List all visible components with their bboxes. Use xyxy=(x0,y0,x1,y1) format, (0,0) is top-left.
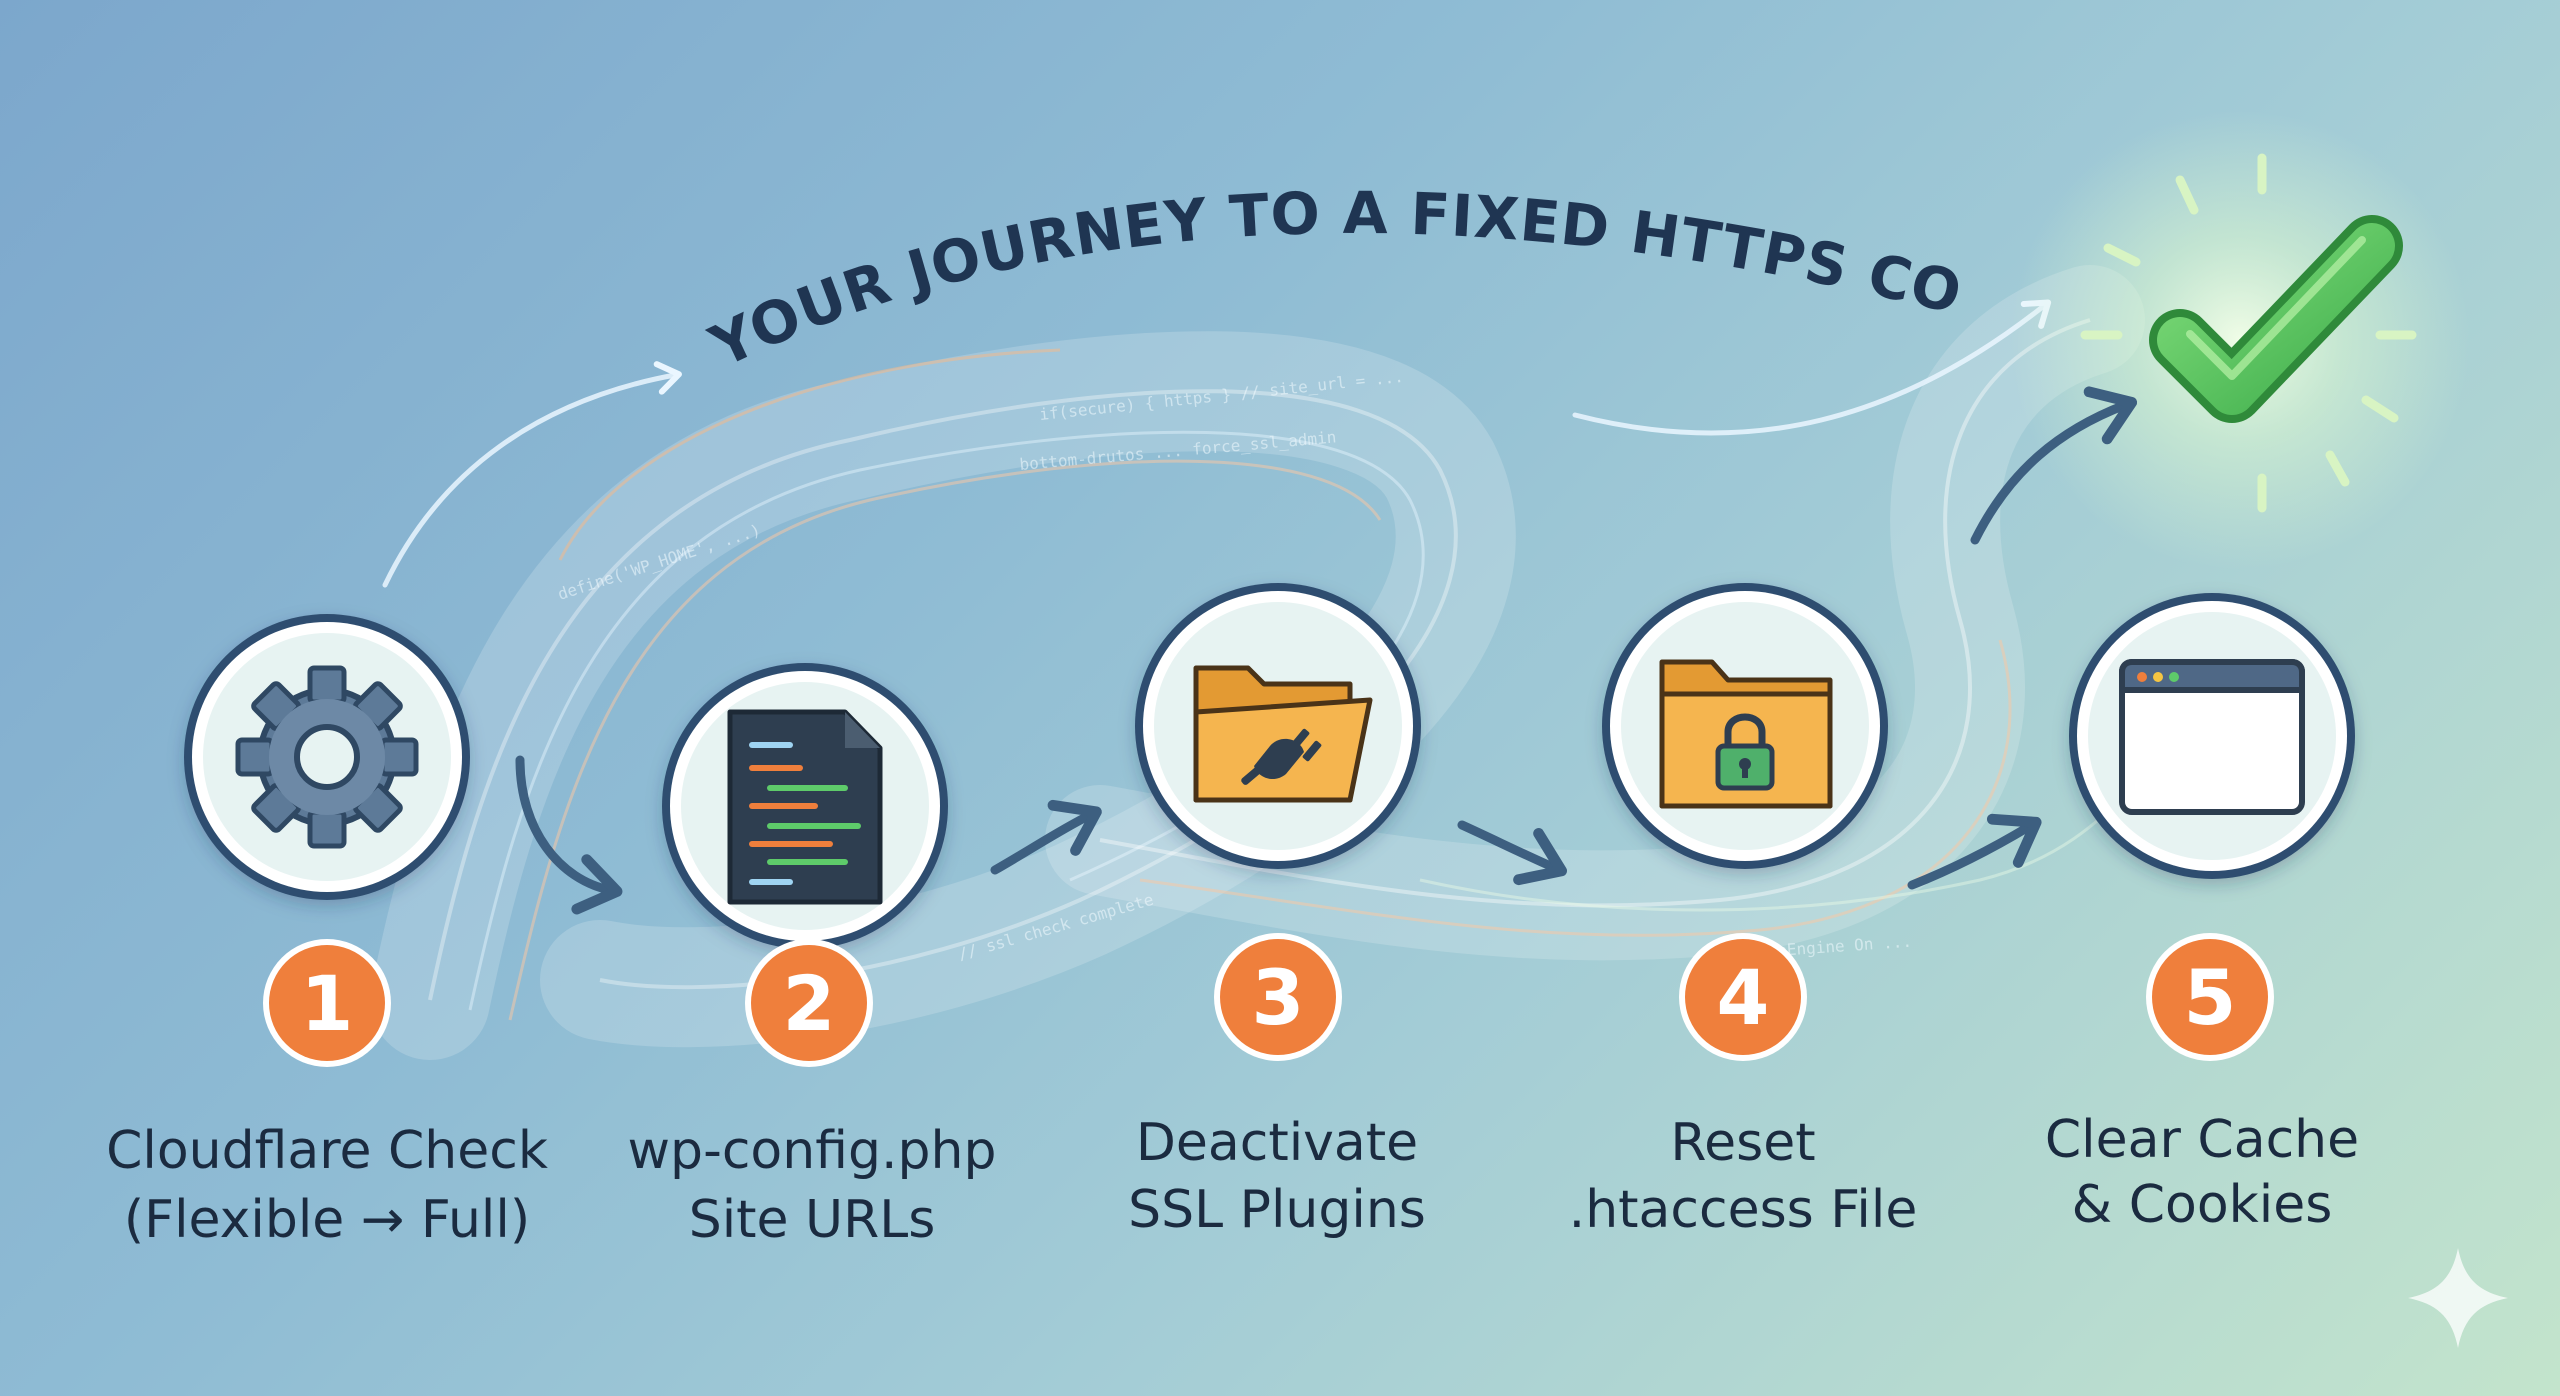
step-5-label-line1: Clear Cache xyxy=(2045,1110,2359,1170)
step-2-number-badge: 2 xyxy=(745,939,873,1067)
step-4: 4 Reset .htaccess File xyxy=(1569,583,1918,1240)
step-1-label-line2: (Flexible → Full) xyxy=(124,1190,530,1250)
title-group: YOUR JOURNEY TO A FIXED HTTPS CONNECTION xyxy=(0,0,2052,588)
step-4-number: 4 xyxy=(1717,953,1770,1042)
step-3-label-line1: Deactivate xyxy=(1136,1113,1418,1173)
step-5-number-badge: 5 xyxy=(2146,933,2274,1061)
step-4-number-badge: 4 xyxy=(1679,933,1807,1061)
step-4-label-line1: Reset xyxy=(1670,1113,1815,1173)
step-3-label-line2: SSL Plugins xyxy=(1128,1180,1426,1240)
step-5-label-line2: & Cookies xyxy=(2072,1175,2333,1235)
glow-rays xyxy=(2080,153,2417,513)
step-3-number: 3 xyxy=(1252,953,1305,1042)
goal-arrow xyxy=(1970,386,2138,545)
step-3-number-badge: 3 xyxy=(1214,933,1342,1061)
step-2-label-line2: Site URLs xyxy=(689,1190,936,1250)
goal-checkmark xyxy=(2010,110,2470,570)
step-2-label-line1: wp-config.php xyxy=(628,1121,997,1181)
step-2-number: 2 xyxy=(783,959,836,1048)
step-arrows xyxy=(515,755,2042,915)
step-5-number: 5 xyxy=(2184,953,2237,1042)
sparkle-icon xyxy=(2408,1248,2508,1348)
step-1: 1 Cloudflare Check (Flexible → Full) xyxy=(106,614,548,1250)
step-5: 5 Clear Cache & Cookies xyxy=(2045,593,2359,1235)
step-1-number: 1 xyxy=(301,959,354,1048)
diagram-title: YOUR JOURNEY TO A FIXED HTTPS CONNECTION xyxy=(0,0,1969,381)
browser-window-icon xyxy=(2119,659,2305,815)
step-2: 2 wp-config.php Site URLs xyxy=(628,663,997,1250)
step-1-label-line1: Cloudflare Check xyxy=(106,1121,548,1181)
code-file-icon xyxy=(727,709,883,905)
plugin-folder-icon xyxy=(1193,665,1373,803)
gear-icon xyxy=(235,665,419,849)
step-3: 3 Deactivate SSL Plugins xyxy=(1128,583,1426,1240)
step-1-number-badge: 1 xyxy=(263,939,391,1067)
step-4-label-line2: .htaccess File xyxy=(1569,1180,1918,1240)
lock-folder-icon xyxy=(1659,659,1833,809)
